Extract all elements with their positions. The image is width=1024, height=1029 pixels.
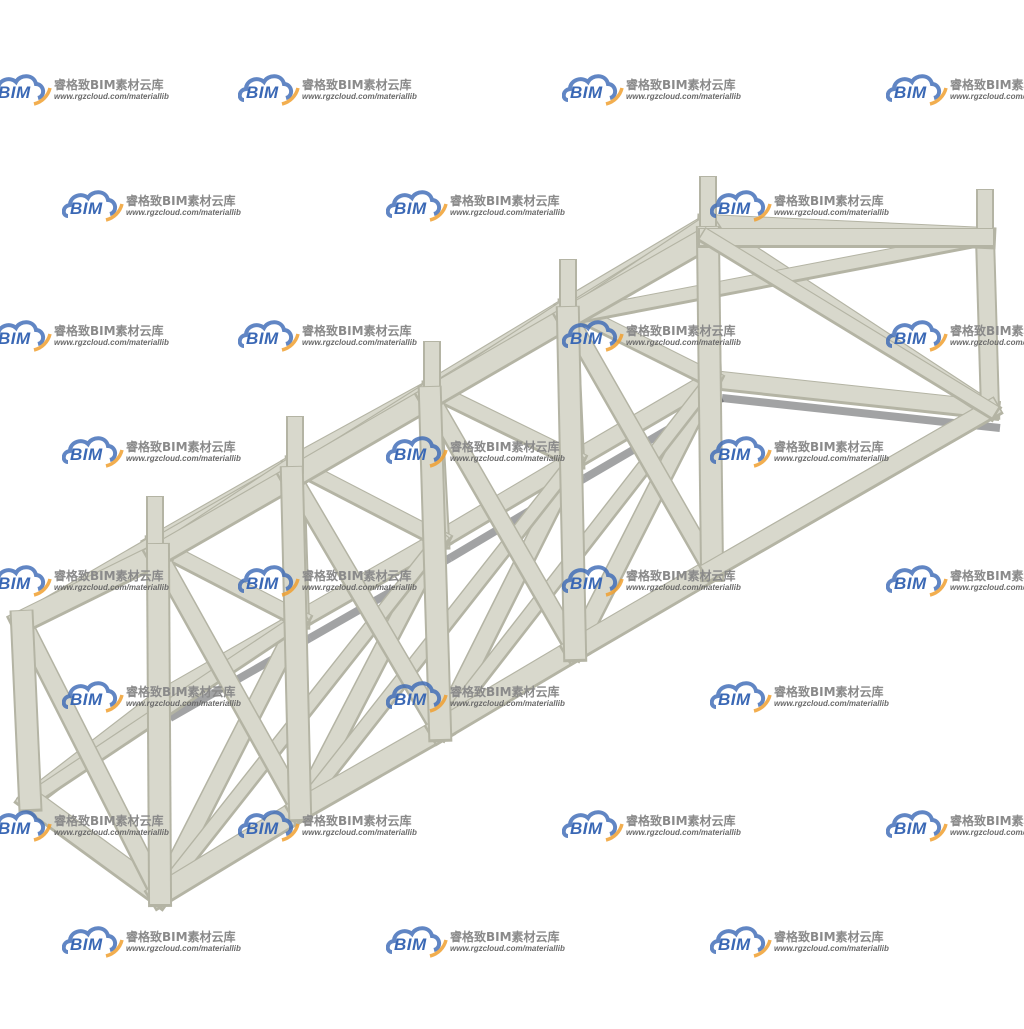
front-post [11,610,41,810]
bottom-strut [289,528,451,820]
bottom-strut [564,368,723,660]
front-bottom-chord [16,785,174,908]
bottom-strut [429,448,586,740]
back-diagonal [422,379,585,469]
back-bottom-chord [564,368,723,470]
front-bottom-chord [426,635,589,743]
front-post [281,466,311,820]
back-diagonal [285,454,450,549]
front-diagonal [419,386,586,660]
bottom-strut [149,608,311,905]
back-post [976,228,999,418]
front-top-chord [416,303,582,411]
front-bottom-chord [561,555,726,663]
front-diagonal [11,610,171,905]
front-diagonal [557,306,723,580]
back-bottom-chord [429,448,586,550]
front-post [147,543,171,905]
back-bottom-chord [703,370,999,418]
front-post [419,386,451,740]
front-post [697,226,723,580]
front-bottom-chord [286,715,454,823]
end-diagonal [699,228,999,418]
front-post [557,306,586,660]
end-bottom-strut [701,398,1001,580]
front-diagonal [147,543,311,820]
front-top-chord [8,540,172,635]
front-top-chord [554,223,722,331]
back-bottom-chord [289,528,451,630]
front-top-chord [278,383,444,491]
front-top-chord [144,463,306,568]
truss-members [5,176,1004,912]
